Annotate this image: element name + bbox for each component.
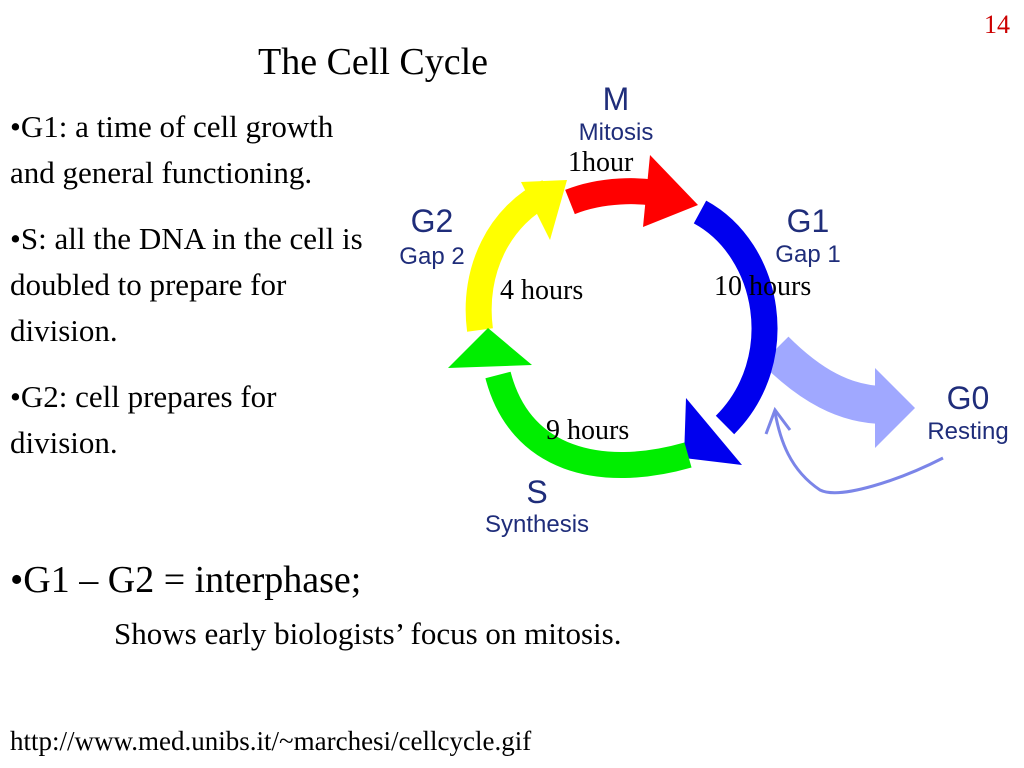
return-arrowhead — [764, 406, 792, 435]
mitosis-focus-note: Shows early biologists’ focus on mitosis… — [114, 616, 622, 651]
g0-arrowhead — [875, 368, 915, 448]
bullet-s: •S: all the DNA in the cell is doubled t… — [10, 221, 363, 348]
g0-branch-arc — [761, 336, 886, 424]
slide-title: The Cell Cycle — [258, 41, 489, 83]
g1-name: Gap 1 — [775, 241, 840, 268]
bullet-g2: •G2: cell prepares for division. — [10, 379, 277, 460]
g1-duration: 10 hours — [714, 271, 811, 302]
interphase-line: •G1 – G2 = interphase; — [10, 559, 362, 601]
bullet-list: •G1: a time of cell growth and general f… — [10, 104, 370, 486]
slide-number: 14 — [984, 10, 1010, 39]
g2-letter: G2 — [411, 203, 454, 239]
m-arrowhead — [643, 155, 698, 227]
g0-name: Resting — [927, 418, 1008, 445]
s-name: Synthesis — [485, 511, 589, 538]
g2-duration: 4 hours — [500, 275, 583, 306]
g1-letter: G1 — [787, 203, 830, 239]
g2-name: Gap 2 — [399, 243, 464, 270]
source-url: http://www.med.unibs.it/~marchesi/cellcy… — [10, 726, 532, 756]
g2-arrowhead — [521, 180, 567, 240]
g0-letter: G0 — [947, 380, 990, 416]
s-duration: 9 hours — [546, 415, 629, 446]
g1-arrowhead — [684, 398, 742, 465]
return-arrow-line — [773, 411, 944, 495]
s-arrowhead — [448, 328, 532, 368]
bullet-g1: •G1: a time of cell growth and general f… — [10, 109, 334, 190]
m-letter: M — [603, 81, 630, 117]
m-name: Mitosis — [579, 119, 654, 146]
s-arc — [485, 371, 692, 478]
m-duration: 1hour — [568, 147, 634, 178]
s-letter: S — [526, 474, 547, 510]
g1-arc — [693, 200, 778, 435]
